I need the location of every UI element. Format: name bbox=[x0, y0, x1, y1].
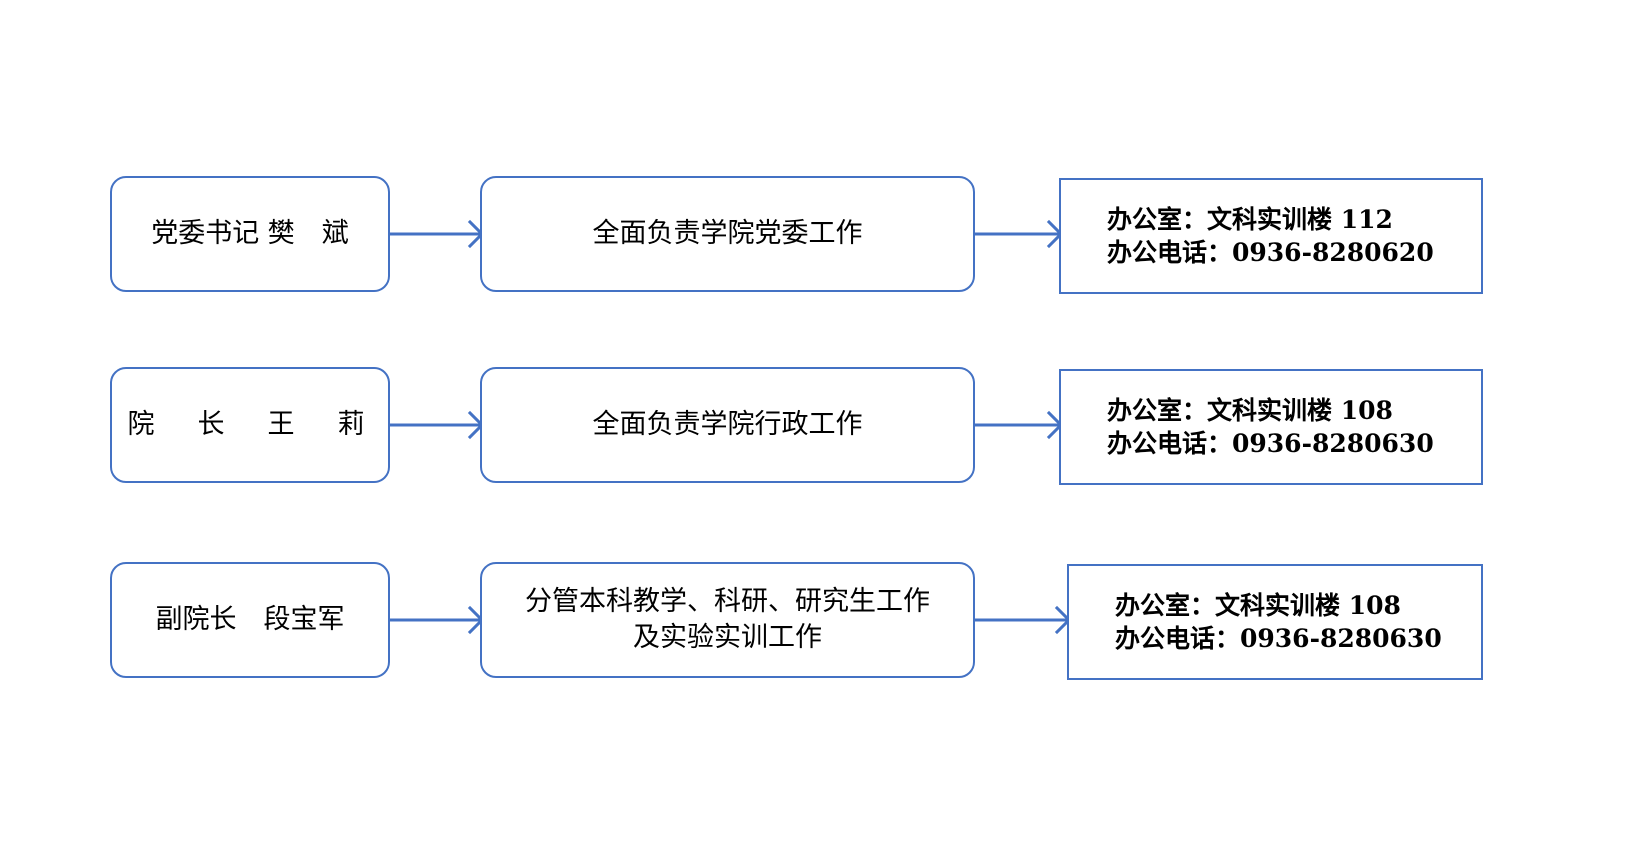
arrow-shaft bbox=[390, 618, 480, 622]
person-box-row-3[interactable]: 副院长 段宝军 bbox=[110, 562, 390, 678]
office-phone-row-2: 办公电话：0936-8280630 bbox=[1107, 429, 1434, 458]
arrow-shaft bbox=[975, 618, 1067, 622]
duty-label-row-2-line-1: 全面负责学院行政工作 bbox=[592, 408, 863, 440]
office-location-row-2: 办公室：文科实训楼 108 bbox=[1107, 395, 1393, 425]
arrow-shaft bbox=[975, 423, 1059, 427]
office-location-row-1: 办公室：文科实训楼 112 bbox=[1107, 204, 1393, 234]
person-box-row-2[interactable]: 院 长 王 莉 bbox=[110, 367, 390, 483]
duty-label-row-3-line-1: 分管本科教学、科研、研究生工作 bbox=[525, 585, 930, 617]
duty-label-row-1-line-1: 全面负责学院党委工作 bbox=[592, 217, 863, 249]
office-box-row-3[interactable]: 办公室：文科实训楼 108 办公电话：0936-8280630 bbox=[1067, 564, 1483, 680]
office-box-row-2[interactable]: 办公室：文科实训楼 108 办公电话：0936-8280630 bbox=[1059, 369, 1483, 485]
office-box-row-1[interactable]: 办公室：文科实训楼 112 办公电话：0936-8280620 bbox=[1059, 178, 1483, 294]
office-phone-row-1: 办公电话：0936-8280620 bbox=[1107, 238, 1434, 267]
office-location-row-3: 办公室：文科实训楼 108 bbox=[1115, 590, 1401, 620]
person-label-row-2: 院 长 王 莉 bbox=[127, 408, 373, 440]
duty-label-row-3-line-2: 及实验实训工作 bbox=[633, 622, 822, 653]
person-box-row-1[interactable]: 党委书记 樊 斌 bbox=[110, 176, 390, 292]
arrow-shaft bbox=[390, 232, 480, 236]
arrow-shaft bbox=[975, 232, 1059, 236]
duty-box-row-2[interactable]: 全面负责学院行政工作 bbox=[480, 367, 975, 483]
office-phone-row-3: 办公电话：0936-8280630 bbox=[1115, 624, 1442, 653]
arrow-shaft bbox=[390, 423, 480, 427]
person-label-row-1: 党委书记 樊 斌 bbox=[151, 217, 349, 249]
duty-box-row-3[interactable]: 分管本科教学、科研、研究生工作 及实验实训工作 bbox=[480, 562, 975, 678]
duty-box-row-1[interactable]: 全面负责学院党委工作 bbox=[480, 176, 975, 292]
person-label-row-3: 副院长 段宝军 bbox=[155, 603, 345, 635]
